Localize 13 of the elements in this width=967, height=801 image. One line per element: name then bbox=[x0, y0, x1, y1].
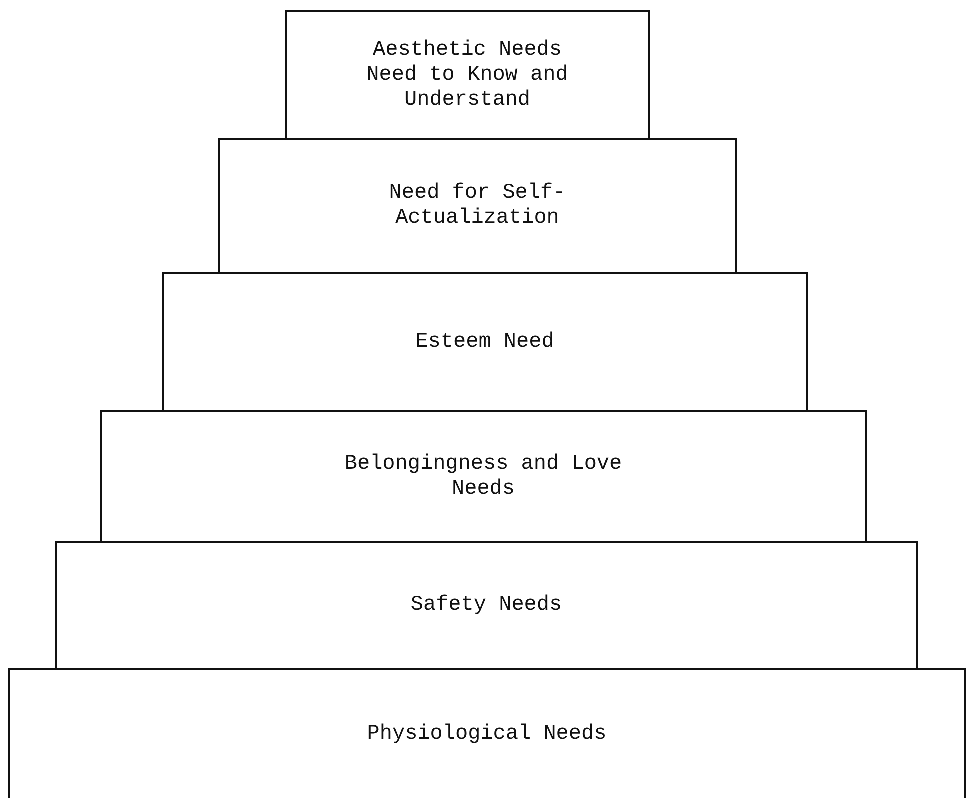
pyramid-step bbox=[285, 10, 650, 138]
step-label: Esteem Need bbox=[414, 330, 556, 354]
pyramid-step bbox=[218, 138, 737, 272]
pyramid-step bbox=[8, 668, 966, 798]
pyramid-step bbox=[100, 410, 867, 541]
step-label: Need for Self-Actualization bbox=[388, 181, 567, 231]
step-label: Aesthetic Needs bbox=[372, 38, 564, 62]
pyramid-step bbox=[55, 541, 918, 668]
step-label: Physiological Needs bbox=[366, 722, 608, 746]
step-label: Need to Know and Understand bbox=[366, 62, 570, 112]
step-label: Safety Needs bbox=[410, 593, 564, 618]
step-label: Belongingness and Love Needs bbox=[344, 452, 624, 502]
pyramid-step bbox=[162, 272, 808, 410]
